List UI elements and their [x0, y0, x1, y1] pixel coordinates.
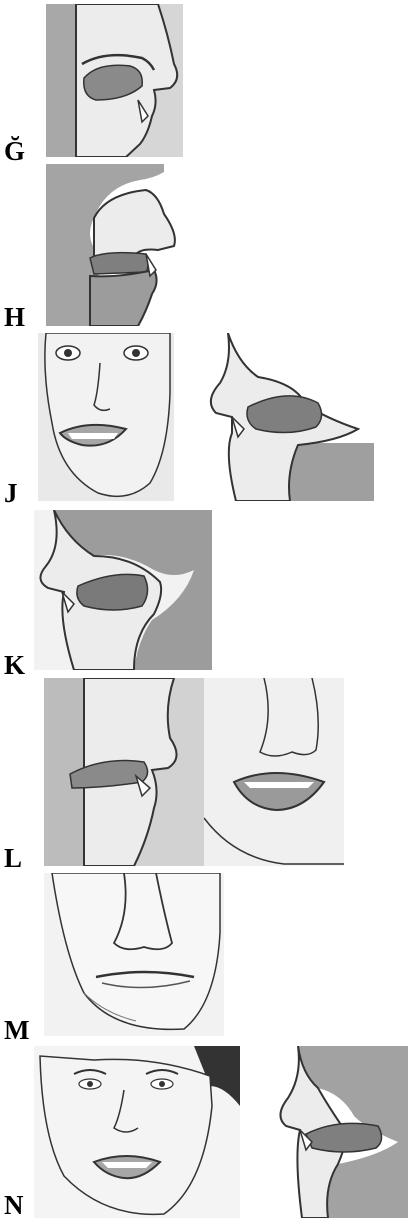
figure-j-sagittal: [198, 333, 374, 501]
figure-n-face: [34, 1046, 240, 1218]
figure-n-sagittal: [258, 1046, 408, 1218]
letter-label: M: [4, 1017, 29, 1044]
figure-m: [44, 873, 224, 1036]
figure-j-face: [38, 333, 174, 501]
letter-label: N: [4, 1192, 24, 1219]
sagittal-view-alveolar: [44, 678, 204, 866]
figure-k: [34, 510, 212, 670]
sagittal-view-palatal: [198, 333, 374, 501]
sagittal-view-glottal: [46, 164, 186, 326]
row-h: H: [0, 162, 408, 330]
sagittal-view-mouth-closed: [46, 4, 183, 157]
row-l: L: [0, 675, 408, 870]
face-front-view: [38, 333, 174, 501]
figure-l-mouth: [204, 678, 344, 866]
sagittal-view-velar: [34, 510, 212, 670]
row-j: J: [0, 330, 408, 505]
figure-h: [46, 164, 186, 326]
row-k: K: [0, 505, 408, 675]
open-mouth-view: [204, 678, 344, 866]
letter-label: J: [4, 480, 18, 507]
face-lips-closed-view: [44, 873, 224, 1036]
face-front-view-nasal: [34, 1046, 240, 1218]
row-n: N: [0, 1042, 408, 1221]
figure-l-sagittal: [44, 678, 204, 866]
figure-g-breve: [46, 4, 183, 157]
sagittal-view-nasal: [258, 1046, 408, 1218]
letter-label: H: [4, 304, 25, 331]
letter-label: Ğ: [4, 138, 25, 165]
row-g-breve: Ğ: [0, 0, 408, 165]
letter-label: L: [4, 845, 22, 872]
row-m: M: [0, 870, 408, 1042]
